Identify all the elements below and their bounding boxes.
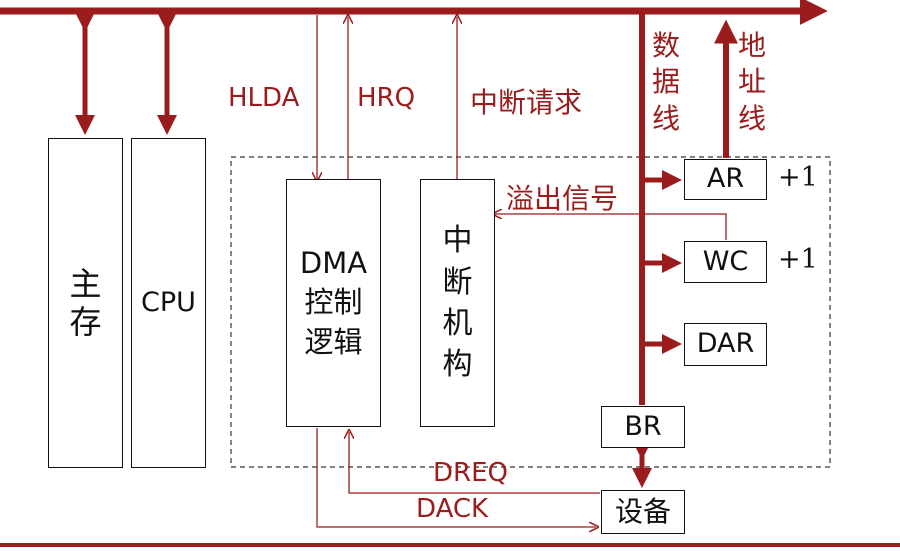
ar-register <box>684 159 767 200</box>
ar-increment-label: +1 <box>778 162 818 193</box>
main-memory-box <box>48 138 123 468</box>
interrupt-request-label: 中断请求 <box>470 86 583 119</box>
dack-label: DACK <box>416 494 489 524</box>
main-memory-label: 主 存 <box>69 264 102 341</box>
hrq-label: HRQ <box>357 83 416 113</box>
cpu-label: CPU <box>141 286 196 318</box>
ar-label: AR <box>706 163 745 195</box>
br-register <box>601 406 685 448</box>
device-label: 设备 <box>614 495 671 529</box>
device-box <box>601 490 685 534</box>
cpu-box <box>131 138 206 468</box>
overflow-signal-label: 溢出信号 <box>506 182 619 215</box>
data-line-label: 数 据 线 <box>652 29 681 135</box>
dar-label: DAR <box>696 328 755 360</box>
dma-logic-box <box>286 179 381 427</box>
interrupt-unit-box <box>420 179 495 427</box>
interrupt-unit-label: 中 断 机 构 <box>442 223 473 383</box>
dma-controller-boundary <box>230 156 831 468</box>
dack-line <box>316 428 596 527</box>
wc-label: WC <box>702 245 749 277</box>
dreq-line <box>349 432 600 494</box>
overflow-signal-line <box>495 214 727 240</box>
dreq-label: DREQ <box>433 458 508 488</box>
dma-logic-label: DMA 控制 逻辑 <box>299 246 368 359</box>
dar-register <box>684 323 767 366</box>
address-line-label: 地 址 线 <box>738 29 767 135</box>
wc-register <box>684 241 767 283</box>
br-label: BR <box>624 410 662 442</box>
wc-increment-label: +1 <box>778 244 818 275</box>
hlda-label: HLDA <box>228 83 300 113</box>
